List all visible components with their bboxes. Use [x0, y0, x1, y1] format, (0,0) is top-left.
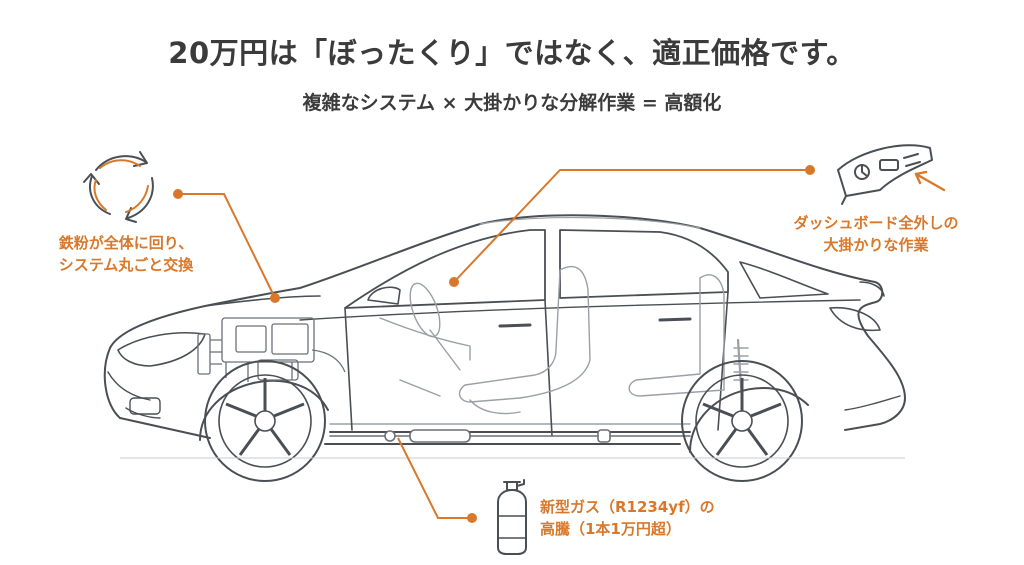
recycle-arrows-accent — [93, 159, 149, 213]
page-title: 20万円は「ぼったくり」ではなく、適正価格です。 — [168, 36, 856, 70]
callout-iron-powder: 鉄粉が全体に回り、 システム丸ごと交換 — [36, 232, 216, 276]
callout-gas-line1: 新型ガス（R1234yf）の — [540, 498, 715, 516]
callout-dashboard: ダッシュボード全外しの 大掛かりな作業 — [776, 212, 976, 256]
callout-dash-line2: 大掛かりな作業 — [823, 236, 929, 254]
gas-cylinder-icon — [497, 479, 527, 555]
dot-iron-end — [270, 293, 280, 303]
arrow-up-left-icon — [914, 170, 946, 192]
rear-wheel — [681, 360, 803, 482]
leader-dots — [173, 165, 815, 523]
callout-dash-line1: ダッシュボード全外しの — [793, 214, 959, 232]
front-wheel — [204, 360, 326, 482]
car-body — [103, 214, 906, 453]
callout-gas: 新型ガス（R1234yf）の 高騰（1本1万円超） — [540, 496, 715, 540]
callout-gas-line2: 高騰（1本1万円超） — [540, 520, 681, 538]
leader-iron — [178, 193, 276, 299]
callout-iron-line1: 鉄粉が全体に回り、 — [58, 234, 194, 252]
dot-gas-end — [467, 513, 477, 523]
page-subtitle: 複雑なシステム × 大掛かりな分解作業 = 高額化 — [302, 92, 722, 114]
leader-dash — [453, 169, 810, 283]
underbody-pipes — [329, 429, 691, 443]
dashboard-icon — [837, 144, 933, 205]
dot-dash-start — [805, 165, 815, 175]
dot-dash-end — [449, 277, 459, 287]
callout-iron-line2: システム丸ごと交換 — [58, 256, 194, 274]
leader-gas — [397, 437, 472, 519]
dot-iron-start — [173, 189, 183, 199]
leader-lines — [178, 169, 810, 519]
car-interior — [379, 265, 749, 415]
engine-bay — [197, 317, 346, 382]
